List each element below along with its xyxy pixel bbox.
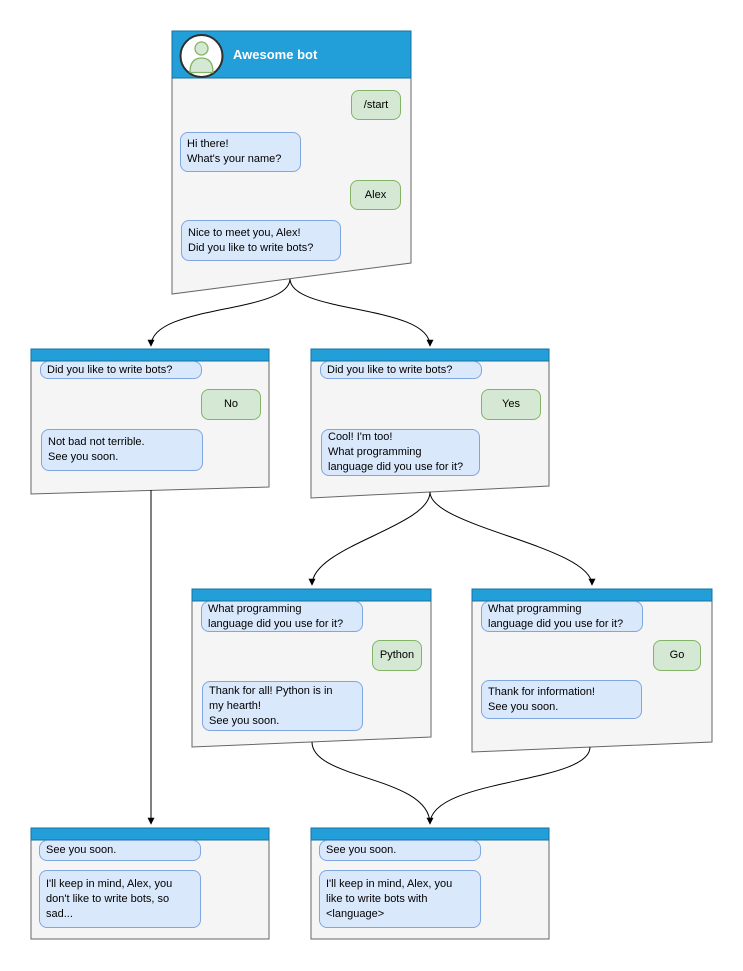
bubble-python-reply: Thank for all! Python is in my hearth! S…: [202, 681, 363, 731]
titlebar-python: [191, 588, 432, 602]
bubble-greeting: Hi there! What's your name?: [180, 132, 301, 172]
bubble-go-reply: Thank for information! See you soon.: [481, 680, 642, 719]
bubble-nice-to-meet: Nice to meet you, Alex! Did you like to …: [181, 220, 341, 261]
bubble-end-no-keep-in-mind: I'll keep in mind, Alex, you don't like …: [39, 870, 201, 928]
arrow-go-to-end: [429, 746, 591, 825]
bubble-no-reply: Not bad not terrible. See you soon.: [41, 429, 203, 471]
bot-title: Awesome bot: [233, 47, 318, 62]
arrow-main-to-no: [147, 278, 291, 347]
titlebar-branch-no: [30, 348, 270, 362]
bubble-name-answer: Alex: [350, 180, 401, 210]
bubble-go-question: What programming language did you use fo…: [481, 601, 643, 632]
titlebar-go: [471, 588, 713, 602]
bubble-no-question: Did you like to write bots?: [40, 361, 202, 379]
person-icon: [189, 41, 214, 74]
bubble-yes-answer: Yes: [481, 389, 541, 420]
arrow-yes-to-go: [429, 491, 596, 586]
arrow-main-to-yes: [289, 278, 434, 347]
bubble-go-answer: Go: [653, 640, 701, 671]
arrow-python-to-end: [311, 741, 434, 825]
bubble-yes-question: Did you like to write bots?: [320, 361, 482, 379]
bubble-start-command: /start: [351, 90, 401, 120]
bubble-end-lang-see-you: See you soon.: [319, 840, 481, 861]
bubble-no-answer: No: [201, 389, 261, 420]
bot-avatar: [179, 34, 224, 78]
bubble-yes-reply: Cool! I'm too! What programming language…: [321, 429, 480, 476]
bubble-python-question: What programming language did you use fo…: [201, 601, 363, 632]
bubble-python-answer: Python: [372, 640, 422, 671]
titlebar-end-language: [310, 827, 550, 841]
bubble-end-no-see-you: See you soon.: [39, 840, 201, 861]
arrow-yes-to-python: [308, 491, 431, 586]
titlebar-branch-yes: [310, 348, 550, 362]
bubble-end-lang-keep-in-mind: I'll keep in mind, Alex, you like to wri…: [319, 870, 481, 928]
titlebar-end-no: [30, 827, 270, 841]
